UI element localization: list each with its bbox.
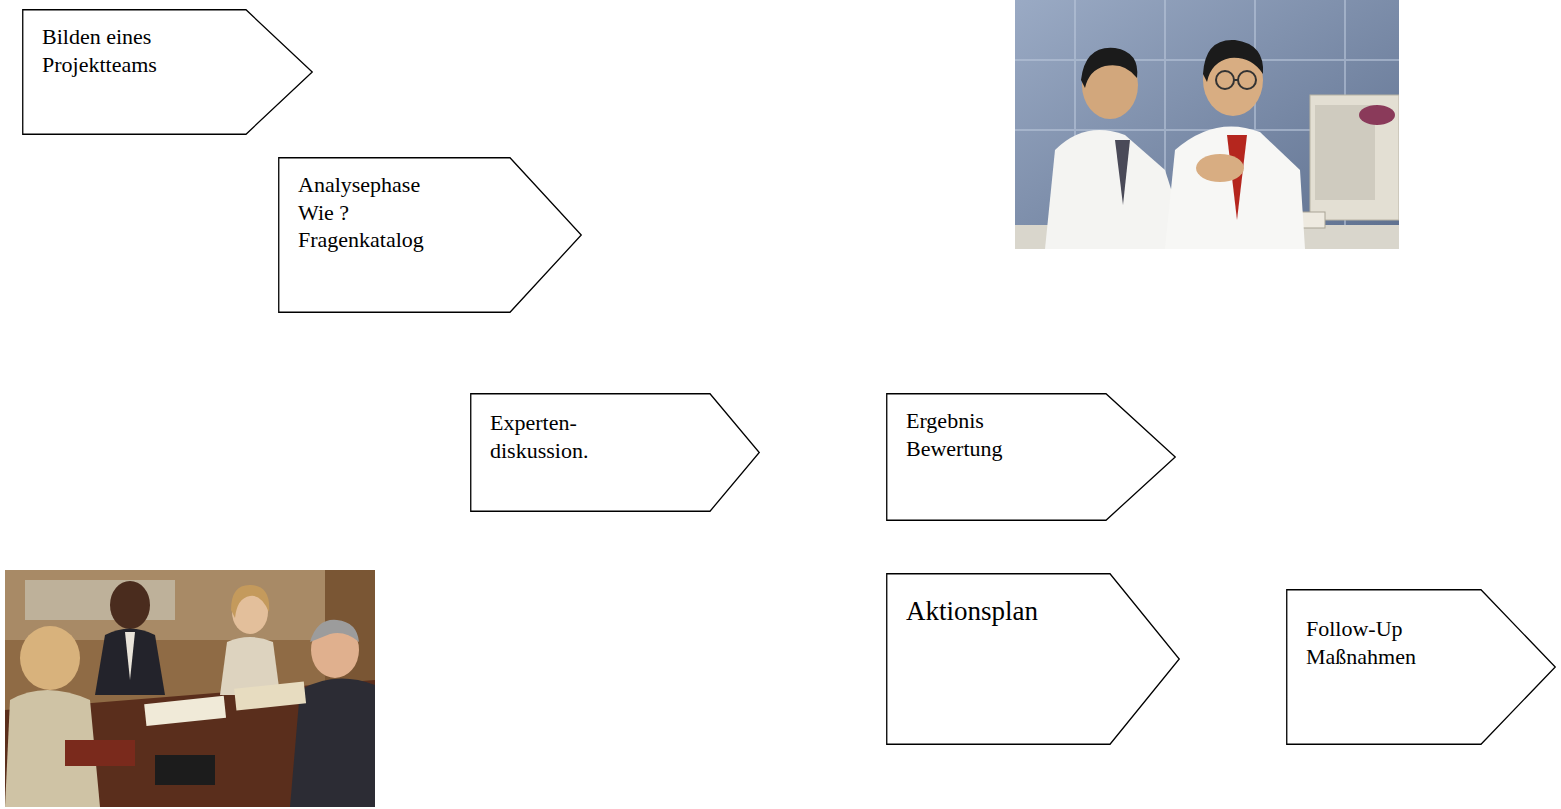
process-arrow: Experten- diskussion. [470, 393, 760, 512]
step-label: Analysephase Wie ? Fragenkatalog [298, 171, 448, 254]
step-label: Bilden eines Projektteams [42, 23, 232, 78]
step-label: Ergebnis Bewertung [906, 407, 1056, 462]
office-photo [1015, 0, 1399, 249]
process-arrow: Analysephase Wie ? Fragenkatalog [278, 157, 582, 313]
step-label: Aktionsplan [906, 595, 1096, 629]
step-label: Experten- diskussion. [490, 409, 640, 464]
process-arrow: Ergebnis Bewertung [886, 393, 1176, 521]
process-arrow: Bilden eines Projektteams [22, 9, 313, 135]
meeting-photo [5, 570, 375, 807]
process-arrow: Follow-Up Maßnahmen [1286, 589, 1556, 745]
process-arrow: Aktionsplan [886, 573, 1180, 745]
step-label: Follow-Up Maßnahmen [1306, 615, 1456, 670]
